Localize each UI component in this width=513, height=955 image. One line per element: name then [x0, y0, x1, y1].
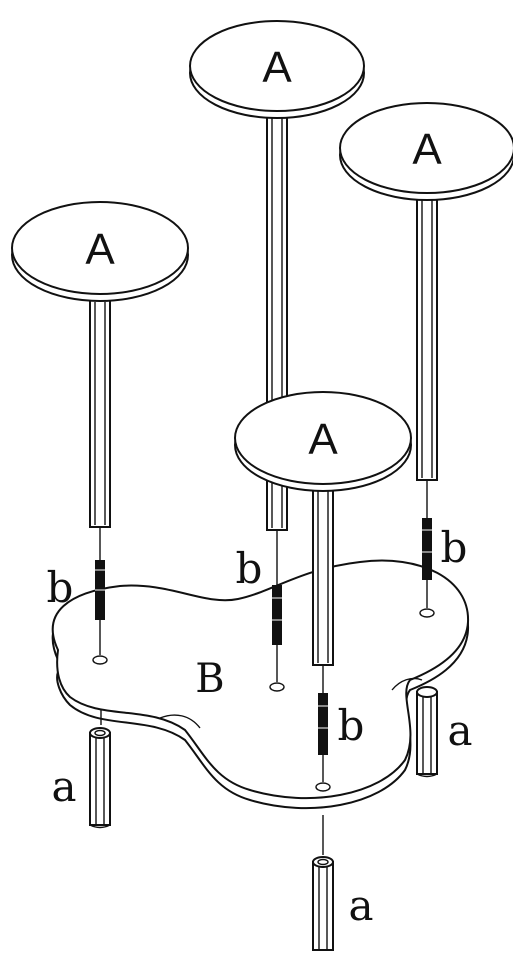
label-leg-bottom: a	[348, 881, 373, 930]
disc-top-center	[189, 20, 365, 119]
label-disc-left: A	[85, 225, 115, 274]
label-screw-3: b	[338, 701, 365, 750]
leg-right	[416, 686, 438, 778]
label-leg-right: a	[447, 706, 472, 755]
rod-right	[416, 194, 438, 481]
screw-2	[272, 530, 282, 682]
label-screw-2: b	[236, 544, 263, 593]
hole-2	[269, 682, 285, 692]
label-leg-left: a	[51, 762, 76, 811]
leg-bottom	[312, 815, 334, 951]
base-plate	[51, 559, 470, 810]
hole-4	[419, 608, 435, 618]
label-base: B	[195, 656, 224, 702]
leg-left	[89, 710, 111, 829]
disc-top-right	[339, 102, 513, 201]
rod-left	[89, 299, 111, 528]
label-screw-4: b	[441, 523, 468, 572]
screw-3	[318, 660, 328, 782]
rod-center-front	[312, 486, 334, 666]
disc-left	[11, 201, 189, 302]
label-disc-top-center: A	[262, 43, 292, 92]
hole-1	[92, 655, 108, 665]
label-disc-front: A	[308, 415, 338, 464]
screw-4	[422, 480, 432, 608]
screw-1	[95, 527, 105, 655]
label-disc-top-right: A	[412, 125, 442, 174]
disc-front	[234, 391, 412, 492]
hole-3	[315, 782, 331, 792]
label-screw-1: b	[47, 563, 74, 612]
